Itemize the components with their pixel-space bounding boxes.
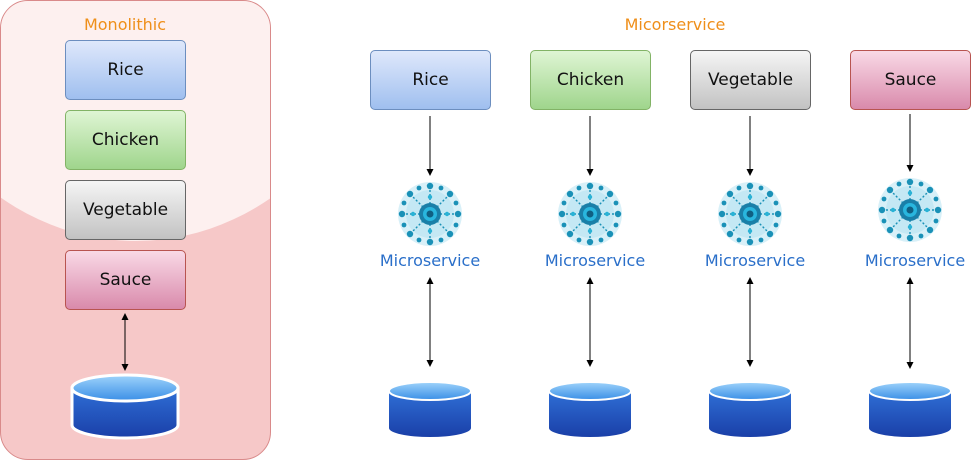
ms-column-sauce <box>868 114 952 437</box>
ms-database-chicken-icon <box>548 381 632 437</box>
microservice-sauce-icon <box>877 177 943 243</box>
microservice-chicken-icon <box>557 181 623 247</box>
microservice-title: Micorservice <box>624 15 726 34</box>
ms-label-chicken: Microservice <box>544 251 646 270</box>
ms-database-rice-icon <box>388 381 472 437</box>
microservice-vegetable-icon <box>717 181 783 247</box>
ms-database-vegetable-icon <box>708 381 792 437</box>
ms-column-vegetable <box>708 116 792 437</box>
ms-database-sauce-icon <box>868 381 952 437</box>
ms-column-chicken <box>548 116 632 437</box>
ms-label-vegetable: Microservice <box>704 251 806 270</box>
microservice-rice-icon <box>397 181 463 247</box>
monolithic-title: Monolithic <box>83 15 167 34</box>
mono-database-icon <box>70 373 180 440</box>
ms-label-rice: Microservice <box>379 251 481 270</box>
ms-label-sauce: Microservice <box>864 251 966 270</box>
mono-box-vegetable: Vegetable <box>65 180 186 240</box>
ms-column-rice <box>388 116 472 437</box>
ms-box-rice: Rice <box>370 50 491 110</box>
